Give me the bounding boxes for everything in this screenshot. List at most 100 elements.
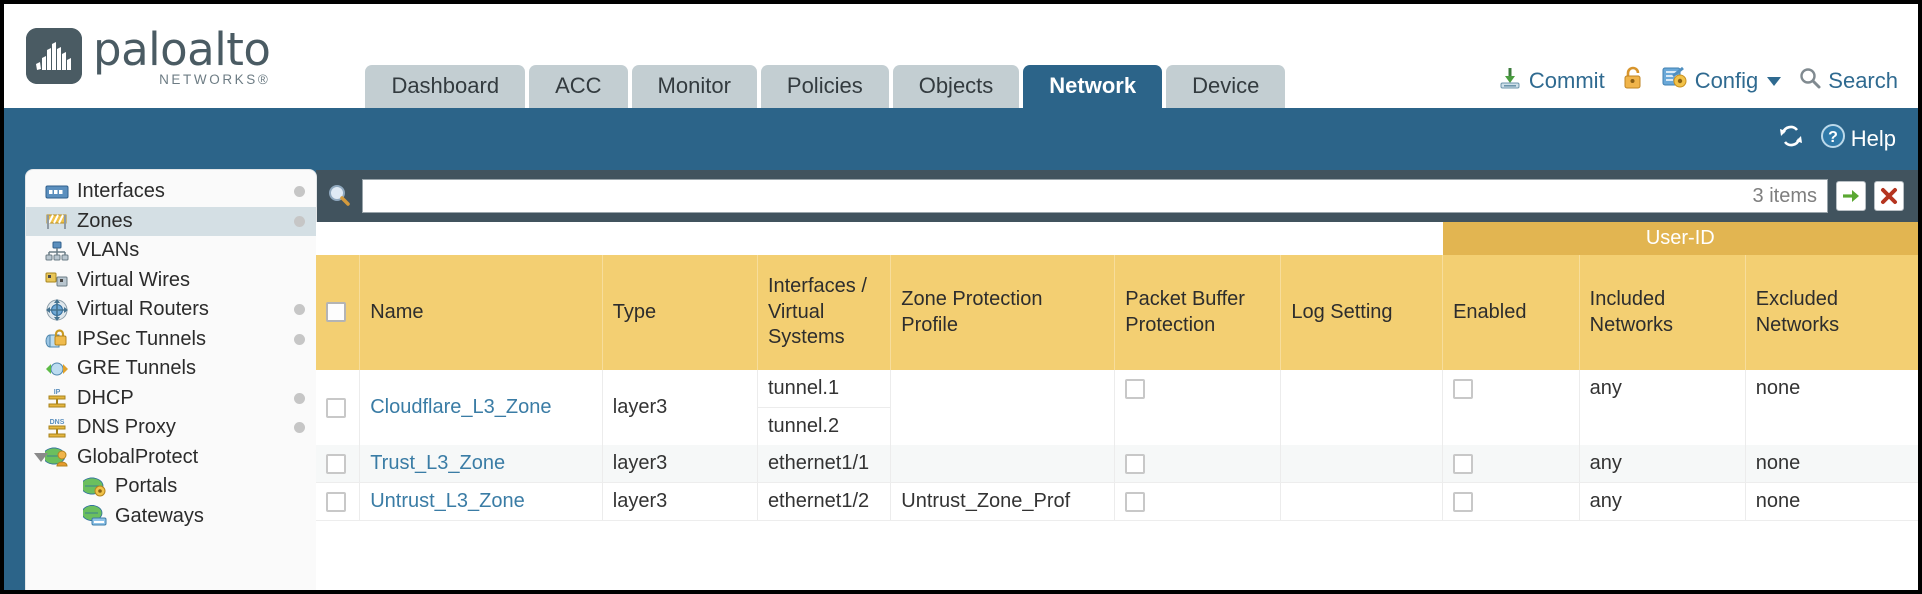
zone-name-link[interactable]: Trust_L3_Zone xyxy=(370,452,506,474)
userid-enabled-checkbox[interactable] xyxy=(1453,491,1474,512)
column-header-included-networks[interactable]: Included Networks xyxy=(1578,255,1746,370)
zones-table: User-ID Name Type Interfaces / Virtual S… xyxy=(316,222,1918,521)
cell-zone-protection-profile xyxy=(890,445,1115,483)
commit-icon xyxy=(1497,65,1523,97)
sidebar-item-label: Virtual Wires xyxy=(77,268,190,291)
tab-network[interactable]: Network xyxy=(1023,64,1163,108)
status-dot xyxy=(294,333,305,345)
cell-type: layer3 xyxy=(601,370,758,445)
sidebar-item-dhcp[interactable]: IP DHCP xyxy=(26,384,316,414)
search-icon xyxy=(1798,66,1822,96)
column-header-type[interactable]: Type xyxy=(601,255,758,370)
paloalto-logo-icon xyxy=(26,28,82,85)
search-input[interactable] xyxy=(373,185,1743,207)
sidebar-item-virtual-routers[interactable]: Virtual Routers xyxy=(26,295,316,325)
cell-userid-enabled xyxy=(1442,482,1580,521)
table-row[interactable]: Cloudflare_L3_Zone layer3 tunnel.1 tunne… xyxy=(316,370,1918,445)
dns-proxy-icon: DNS xyxy=(44,417,69,439)
select-all-checkbox[interactable] xyxy=(326,302,346,323)
packet-buffer-protection-checkbox[interactable] xyxy=(1125,378,1146,399)
sidebar-item-virtual-wires[interactable]: Virtual Wires xyxy=(26,266,316,296)
sidebar-item-zones[interactable]: Zones xyxy=(26,206,316,236)
clear-filter-button[interactable] xyxy=(1874,181,1904,211)
tab-dashboard[interactable]: Dashboard xyxy=(365,64,526,108)
table-row[interactable]: Untrust_L3_Zone layer3 ethernet1/2 Untru… xyxy=(316,482,1918,521)
sidebar-item-label: VLANs xyxy=(77,239,140,262)
filter-toolbar: 3 items xyxy=(316,170,1918,222)
commit-button[interactable]: Commit xyxy=(1497,65,1605,97)
sidebar-item-portals[interactable]: Portals xyxy=(26,472,316,502)
userid-enabled-checkbox[interactable] xyxy=(1453,453,1474,474)
tab-policies[interactable]: Policies xyxy=(760,64,889,108)
row-checkbox[interactable] xyxy=(326,491,346,512)
zones-icon xyxy=(44,210,69,232)
apply-filter-button[interactable] xyxy=(1836,181,1866,211)
sidebar-item-interfaces[interactable]: Interfaces xyxy=(26,177,316,207)
search-button[interactable]: Search xyxy=(1798,66,1898,96)
column-header-enabled[interactable]: Enabled xyxy=(1442,255,1580,370)
sidebar-item-globalprotect[interactable]: GlobalProtect xyxy=(26,443,316,473)
sidebar-item-label: Portals xyxy=(115,475,178,498)
sidebar-item-label: GRE Tunnels xyxy=(77,357,196,380)
userid-enabled-checkbox[interactable] xyxy=(1453,378,1474,399)
top-bar: paloalto NETWORKS® Dashboard ACC Monitor… xyxy=(4,4,1918,108)
cell-type: layer3 xyxy=(601,482,758,521)
help-button[interactable]: ? Help xyxy=(1820,123,1896,155)
refresh-button[interactable] xyxy=(1778,124,1804,154)
config-lock-button[interactable] xyxy=(1622,65,1644,97)
table-group-header-row: User-ID xyxy=(316,222,1918,255)
filter-field[interactable]: 3 items xyxy=(362,179,1828,213)
column-header-packet-buffer-protection[interactable]: Packet Buffer Protection xyxy=(1114,255,1281,370)
brand-logo: paloalto NETWORKS® xyxy=(4,27,271,109)
sidebar-item-ipsec-tunnels[interactable]: IPSec Tunnels xyxy=(26,325,316,355)
expand-triangle-icon[interactable] xyxy=(34,452,48,462)
column-header-log-setting[interactable]: Log Setting xyxy=(1280,255,1443,370)
network-sidebar: Interfaces Zones xyxy=(26,170,316,590)
table-header-row: Name Type Interfaces / Virtual Systems Z… xyxy=(316,255,1918,370)
tab-device[interactable]: Device xyxy=(1166,64,1286,108)
column-header-name[interactable]: Name xyxy=(359,255,603,370)
zone-name-link[interactable]: Untrust_L3_Zone xyxy=(370,490,525,512)
zones-table-body: Cloudflare_L3_Zone layer3 tunnel.1 tunne… xyxy=(316,370,1918,521)
main-nav-tabs: Dashboard ACC Monitor Policies Objects N… xyxy=(365,62,1286,108)
status-dot xyxy=(294,304,305,316)
sidebar-item-label: GlobalProtect xyxy=(77,445,199,468)
column-header-interfaces[interactable]: Interfaces / Virtual Systems xyxy=(756,255,891,370)
sidebar-item-dns-proxy[interactable]: DNS DNS Proxy xyxy=(26,413,316,443)
column-header-zone-protection-profile[interactable]: Zone Protection Profile xyxy=(890,255,1115,370)
zone-name-link[interactable]: Cloudflare_L3_Zone xyxy=(370,396,552,418)
row-checkbox[interactable] xyxy=(326,453,346,474)
packet-buffer-protection-checkbox[interactable] xyxy=(1125,453,1146,474)
tab-objects[interactable]: Objects xyxy=(892,64,1020,108)
column-header-excluded-networks[interactable]: Excluded Networks xyxy=(1744,255,1918,370)
sidebar-item-label: Virtual Routers xyxy=(77,298,209,321)
sidebar-item-label: DHCP xyxy=(77,386,134,409)
cell-name: Untrust_L3_Zone xyxy=(359,482,603,521)
table-row[interactable]: Trust_L3_Zone layer3 ethernet1/1 xyxy=(316,445,1918,483)
svg-text:DNS: DNS xyxy=(49,419,64,426)
page-body: Interfaces Zones xyxy=(4,170,1918,590)
status-dot xyxy=(294,215,305,227)
sidebar-item-gre-tunnels[interactable]: GRE Tunnels xyxy=(26,354,316,384)
sidebar-item-vlans[interactable]: VLANs xyxy=(26,236,316,266)
cell-zone-protection-profile xyxy=(890,370,1115,445)
cell-interfaces: ethernet1/2 xyxy=(756,482,891,521)
main-panel: 3 items xyxy=(316,170,1918,590)
sidebar-item-label: Gateways xyxy=(115,504,204,527)
cell-userid-enabled xyxy=(1442,370,1580,445)
tab-acc[interactable]: ACC xyxy=(529,64,628,108)
config-menu-button[interactable]: Config xyxy=(1661,65,1782,97)
cell-excluded-networks: none xyxy=(1744,370,1918,445)
packet-buffer-protection-checkbox[interactable] xyxy=(1125,491,1146,512)
cell-type: layer3 xyxy=(601,445,758,483)
interfaces-icon xyxy=(44,181,69,203)
row-checkbox[interactable] xyxy=(326,397,346,418)
chevron-down-icon[interactable] xyxy=(1767,76,1782,86)
cell-packet-buffer-protection xyxy=(1114,370,1281,445)
tab-monitor[interactable]: Monitor xyxy=(631,64,757,108)
brand-tagline: NETWORKS® xyxy=(159,71,271,87)
row-select-cell xyxy=(316,445,360,483)
sidebar-item-gateways[interactable]: Gateways xyxy=(26,502,316,532)
cell-included-networks: any xyxy=(1578,370,1746,445)
